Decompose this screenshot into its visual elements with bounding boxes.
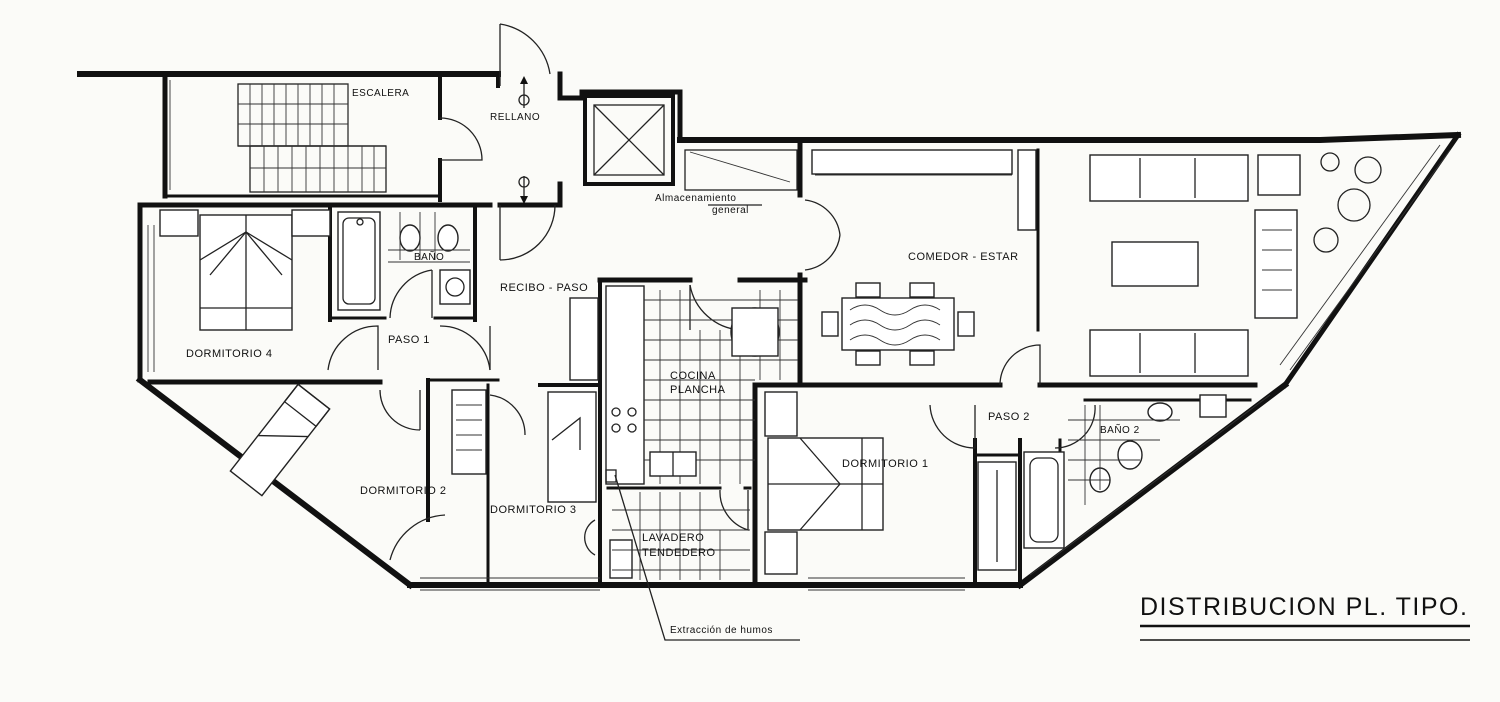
label-extraccion-de-humos: Extracción de humos — [670, 625, 773, 636]
label-almacenamiento: Almacenamiento — [655, 193, 737, 204]
kitchen-fixtures — [605, 285, 798, 485]
label-paso-1: PASO 1 — [388, 334, 430, 346]
label-dormitorio-4: DORMITORIO 4 — [186, 348, 273, 360]
label-bano-2: BAÑO 2 — [1100, 425, 1140, 436]
laundry-fixtures — [609, 492, 750, 580]
label-cocina: COCINA — [670, 370, 716, 382]
label-plancha: PLANCHA — [670, 384, 726, 396]
exterior-walls — [77, 71, 1462, 590]
extraccion-leader — [605, 469, 800, 641]
label-comedor-estar: COMEDOR - ESTAR — [908, 251, 1019, 263]
wardrobes — [451, 149, 1037, 571]
label-dormitorio-2: DORMITORIO 2 — [360, 485, 447, 497]
plan-title: DISTRIBUCION PL. TIPO. — [1140, 593, 1469, 621]
label-recibo-paso: RECIBO - PASO — [500, 282, 589, 294]
label-dormitorio-1: DORMITORIO 1 — [842, 458, 929, 470]
landing-symbols — [518, 76, 530, 204]
label-general: general — [712, 205, 749, 216]
dormitorio-3-fixtures — [551, 416, 596, 556]
label-lavadero: LAVADERO — [642, 532, 705, 544]
stairs — [237, 83, 387, 193]
label-bano: BAÑO — [414, 252, 445, 263]
label-tendedero: TENDEDERO — [642, 547, 716, 559]
lift-shaft — [593, 104, 665, 176]
bed-dormitorio-4 — [159, 209, 331, 331]
title-underlines — [1140, 624, 1470, 641]
bathroom-fixtures — [337, 211, 471, 311]
label-escalera: ESCALERA — [352, 88, 410, 99]
bed-dormitorio-2 — [229, 383, 331, 497]
label-dormitorio-3: DORMITORIO 3 — [490, 504, 577, 516]
windows — [147, 80, 1451, 591]
bed-dormitorio-1 — [764, 391, 884, 575]
living-furniture — [811, 149, 1382, 377]
bathroom-2-fixtures — [1023, 394, 1227, 549]
label-rellano: RELLANO — [490, 112, 541, 123]
storage-shelf — [684, 149, 798, 206]
label-paso-2: PASO 2 — [988, 411, 1030, 423]
